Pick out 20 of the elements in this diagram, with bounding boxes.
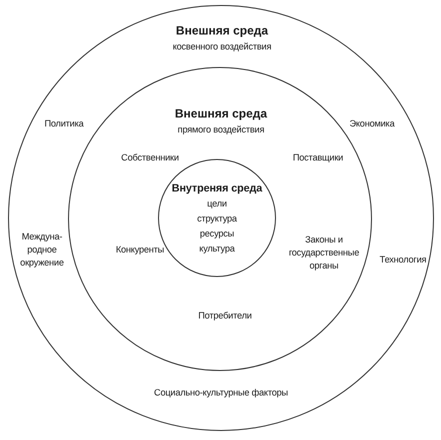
factor-label: Поставщики	[292, 151, 344, 164]
factor-label: Политика	[44, 117, 84, 130]
factor-label: Экономика	[349, 117, 394, 130]
factor-label: Конкуренты	[116, 243, 164, 256]
factor-label: Социально-культурные факторы	[154, 386, 288, 400]
circle-heading: Внутреняя среда	[172, 182, 262, 196]
ring-subheading: прямого воздействия	[178, 123, 264, 136]
factor-label: Потребители	[198, 309, 252, 322]
outer-circle	[8, 4, 434, 431]
factor-label: Междуна-родное окружение	[19, 230, 65, 270]
ring-heading: Внешняя среда	[176, 24, 268, 38]
factor-label: Законы и государственные органы	[288, 233, 360, 272]
factor-label: Собственники	[121, 151, 179, 164]
element-label: цели	[207, 197, 227, 210]
element-label: культура	[199, 242, 235, 256]
factor-label: Технология	[380, 253, 426, 266]
ring-heading: Внешняя среда	[174, 107, 268, 120]
element-label: структура	[197, 212, 237, 226]
element-label: ресурсы	[200, 227, 234, 240]
ring-subheading: косвенного воздействия	[172, 40, 272, 54]
